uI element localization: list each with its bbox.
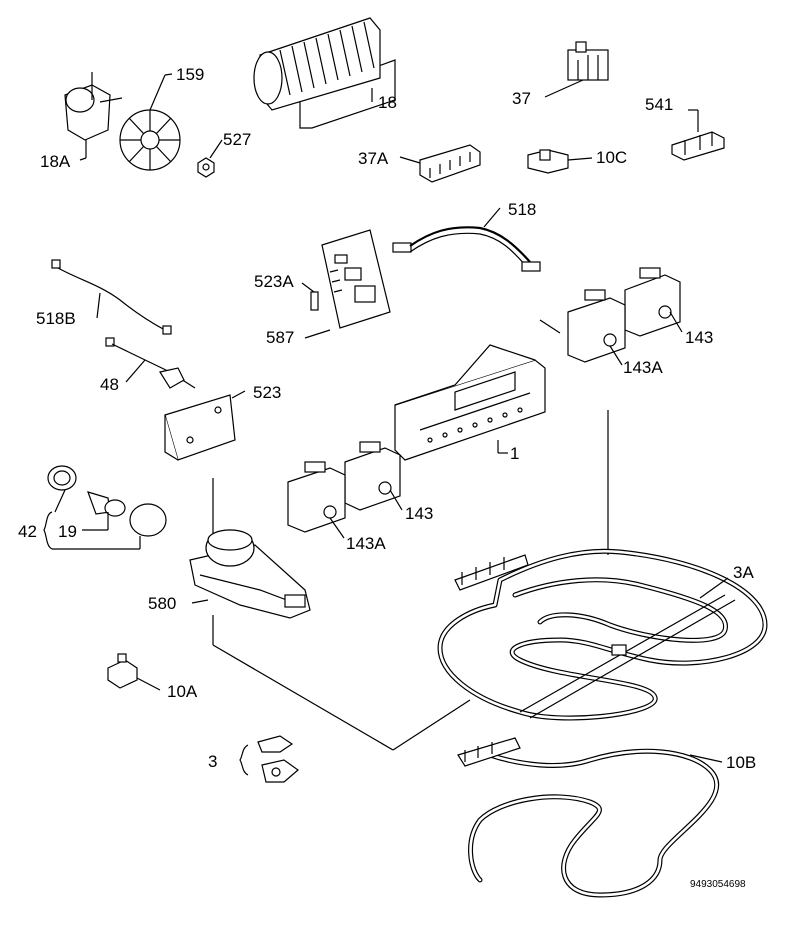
- part-3A-thermal-switch: [257, 735, 299, 783]
- drawing-number: 9493054698: [690, 879, 746, 890]
- part-518B-wire: [51, 259, 172, 335]
- part-42-lamp-assembly: [47, 465, 167, 550]
- part-587-control-board: [304, 229, 391, 339]
- part-3-thermal-cutout: [107, 653, 161, 691]
- part-541-switch: [671, 109, 725, 161]
- part-518-ribbon-cable: [392, 207, 541, 272]
- label-37: 37: [512, 89, 531, 108]
- part-143-upper-thermostat: [624, 267, 683, 337]
- part-37A-connector: [399, 144, 481, 183]
- label-42: 42: [18, 522, 37, 541]
- brace-3A: [239, 744, 249, 776]
- label-518: 518: [508, 200, 536, 219]
- part-10A-grill-element: [437, 548, 768, 721]
- label-143A-lower: 143A: [346, 534, 386, 553]
- label-143A-upper: 143A: [623, 358, 663, 377]
- part-580-spit-motor: [189, 529, 311, 619]
- cavity-outline: [212, 319, 609, 751]
- part-523A-spacer: [301, 282, 319, 311]
- part-143A-upper-thermostat: [567, 289, 626, 366]
- label-143-upper: 143: [685, 328, 713, 347]
- part-143A-lower-thermostat: [287, 461, 346, 539]
- label-587: 587: [266, 328, 294, 347]
- label-10C: 10C: [596, 148, 627, 167]
- part-37-terminal-block: [544, 41, 609, 98]
- label-18A: 18A: [40, 152, 71, 171]
- part-523-bracket: [164, 390, 246, 461]
- label-10B: 10B: [726, 753, 756, 772]
- label-19: 19: [58, 522, 77, 541]
- brace-42: [43, 511, 53, 550]
- part-1-display-panel: [394, 344, 546, 461]
- label-18: 18: [378, 93, 397, 112]
- label-541: 541: [645, 95, 673, 114]
- part-18-tangential-fan: [253, 17, 396, 129]
- part-10B-bottom-element: [457, 737, 723, 898]
- label-3: 10A: [167, 682, 198, 701]
- label-523: 523: [253, 383, 281, 402]
- label-580: 580: [148, 594, 176, 613]
- part-143-lower-thermostat: [344, 441, 403, 511]
- label-1: 1: [510, 444, 519, 463]
- part-10C-clip: [527, 149, 593, 174]
- part-18A-fan-motor: [64, 72, 123, 161]
- label-518B: 518B: [36, 309, 76, 328]
- part-48-sensor: [105, 337, 196, 389]
- label-527: 527: [223, 130, 251, 149]
- label-159: 159: [176, 65, 204, 84]
- part-527-nut: [197, 139, 223, 178]
- label-10A: 3A: [733, 563, 754, 582]
- part-159-fan-blade: [119, 73, 181, 171]
- label-37A: 37A: [358, 149, 389, 168]
- label-143-lower: 143: [405, 504, 433, 523]
- label-3A: 3: [208, 752, 217, 771]
- label-48: 48: [100, 375, 119, 394]
- label-523A: 523A: [254, 272, 294, 291]
